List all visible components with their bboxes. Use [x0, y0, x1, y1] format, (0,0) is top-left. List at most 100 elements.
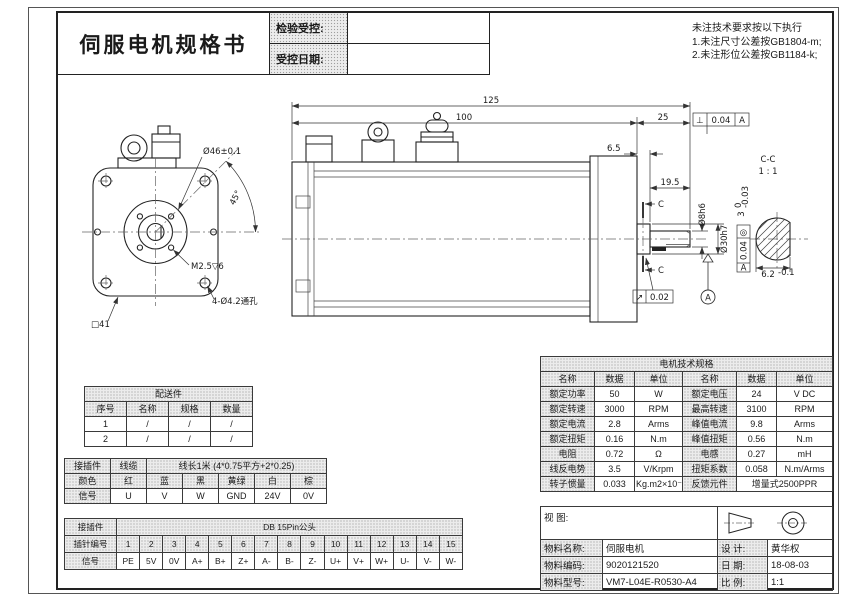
spec-value: 0.058 [736, 461, 777, 477]
dim-shaft-dia: Ø8h6 [697, 203, 708, 226]
spec-unit: Ω [634, 446, 683, 462]
spec-header: 名称 [540, 371, 595, 387]
cable-color: 黄绿 [218, 473, 255, 489]
spec-value: 9.8 [736, 416, 777, 432]
db-header: DB 15Pin公头 [116, 518, 463, 536]
cable-signal: 24V [254, 488, 291, 504]
db-pin-label: 插针编号 [63, 535, 118, 553]
control-date-row: 受控日期: [270, 44, 489, 74]
control-box: 检验受控: 受控日期: [270, 13, 490, 75]
spec-title: 电机技术规格 [539, 356, 834, 372]
perpendicularity-value: 0.04 [712, 116, 731, 126]
db-pin: 8 [277, 535, 302, 553]
cable-signal-label: 信号 [64, 488, 111, 504]
table-row: 2 / / / [84, 431, 254, 447]
concentricity-value: 0.04 [740, 241, 750, 260]
spec-name: 反馈元件 [682, 476, 737, 492]
spec-name: 电阻 [540, 446, 595, 462]
cable-color: 棕 [289, 473, 328, 489]
keyway-mark [652, 247, 666, 251]
cable-signal: W [182, 488, 219, 504]
acc-cell: / [209, 416, 254, 432]
acc-header: 序号 [84, 401, 127, 417]
projection-symbols [724, 511, 809, 535]
cable-gland-icons [305, 111, 459, 163]
section-scale: 1 : 1 [758, 167, 777, 177]
projection-circle-icon [781, 511, 805, 535]
dim-body-length: 100 [456, 113, 472, 123]
spec-name: 峰值扭矩 [682, 431, 737, 447]
motor-spec-table: 电机技术规格 名称 数据 单位 名称 数据 单位 额定功率 50 W 额定电压 … [539, 356, 834, 492]
db-signal: U+ [323, 552, 348, 570]
perpendicularity-frame: ⊥ 0.04 A [692, 112, 750, 134]
control-date-value [348, 44, 489, 74]
side-view: 125 100 25 6.5 19.5 Ø8h6 Ø30h7 C C ⊥ 0.0… [282, 96, 751, 323]
runout-value: 0.02 [650, 293, 669, 303]
db15-connector-table: 接插件 DB 15Pin公头 插针编号 1 2 3 4 5 6 7 8 9 10… [63, 518, 464, 570]
table-row: 额定电流 2.8 Arms 峰值电流 9.8 Arms [540, 416, 834, 432]
cable-signal: GND [218, 488, 255, 504]
db-pin: 6 [231, 535, 256, 553]
db-pin: 12 [369, 535, 394, 553]
spec-value: 0.72 [594, 446, 635, 462]
note-line: 未注技术要求按以下执行 [692, 23, 802, 34]
db-signal: W+ [369, 552, 394, 570]
table-row: 物料编码: 9020121520 日 期: 18-08-03 [540, 556, 833, 574]
cable-title: 接插件 [64, 458, 111, 474]
perpendicularity-icon: ⊥ [696, 116, 703, 126]
table-row: 物料名称: 伺服电机 设 计: 黄华权 [540, 539, 833, 557]
runout-frame: ↗ 0.02 [632, 257, 674, 304]
spec-value: 0.56 [736, 431, 777, 447]
accessories-title: 配送件 [83, 386, 254, 402]
spec-header: 名称 [682, 371, 737, 387]
note-line: 2.未注形位公差按GB1184-k; [692, 50, 818, 61]
material-code-value: 9020121520 [602, 556, 718, 574]
spec-header: 单位 [634, 371, 683, 387]
db-signal: Z- [300, 552, 325, 570]
spec-unit: Kg.m2×10⁻⁶ [634, 476, 683, 492]
section-title: C-C [761, 155, 776, 165]
tolerance-notes: 未注技术要求按以下执行 1.未注尺寸公差按GB1804-m; 2.未注形位公差按… [692, 22, 821, 63]
acc-header: 名称 [126, 401, 169, 417]
db-signal: V+ [346, 552, 371, 570]
datum-target: A [700, 253, 716, 305]
cable-type: 线缆 [110, 458, 147, 474]
runout-icon: ↗ [636, 293, 643, 303]
spec-name: 额定转速 [540, 401, 595, 417]
db-pin: 5 [208, 535, 233, 553]
dim-front-length: 25 [658, 113, 669, 123]
table-row: 转子惯量 0.033 Kg.m2×10⁻⁶ 反馈元件 增量式2500PPR [540, 476, 834, 492]
inspection-row: 检验受控: [270, 13, 489, 44]
db-signal: W- [438, 552, 464, 570]
db-pin: 9 [300, 535, 325, 553]
dim-flat-tol-lower: -0.03 [741, 186, 751, 208]
acc-cell: / [126, 416, 169, 432]
spec-unit: RPM [775, 401, 834, 417]
title-block: 视 图: 物料名称: 伺服电机 设 计: 黄华权 物料编码: 902012152… [540, 506, 833, 591]
table-row: 额定扭矩 0.16 N.m 峰值扭矩 0.56 N.m [540, 431, 834, 447]
dim-angle: 45° [228, 189, 244, 207]
db-signal: 0V [162, 552, 187, 570]
spec-unit: N.m [775, 431, 834, 447]
acc-cell: / [168, 416, 211, 432]
db-pin: 14 [415, 535, 440, 553]
control-date-label: 受控日期: [270, 44, 348, 74]
db-signal: A- [254, 552, 279, 570]
db-signal: 5V [139, 552, 164, 570]
inspection-label: 检验受控: [270, 13, 348, 43]
material-model-label: 物料型号: [540, 573, 603, 591]
side-dim-lines [291, 102, 724, 259]
db-signal-label: 信号 [63, 552, 118, 570]
scale-label: 比 例: [717, 573, 768, 591]
cable-color: 黑 [182, 473, 219, 489]
dim-boss-dia: Ø30h7 [719, 225, 730, 253]
table-row: 电阻 0.72 Ω 电感 0.27 mH [540, 446, 834, 462]
projection-symbols-cell [717, 506, 833, 540]
table-row: 物料型号: VM7-L04E-R0530-A4 比 例: 1:1 [540, 573, 833, 591]
spec-value: 24 [736, 386, 777, 402]
spec-header: 数据 [736, 371, 777, 387]
note-line: 1.未注尺寸公差按GB1804-m; [692, 36, 822, 48]
sheet-title: 伺服电机规格书 [58, 13, 270, 75]
spec-name: 转子惯量 [540, 476, 595, 492]
